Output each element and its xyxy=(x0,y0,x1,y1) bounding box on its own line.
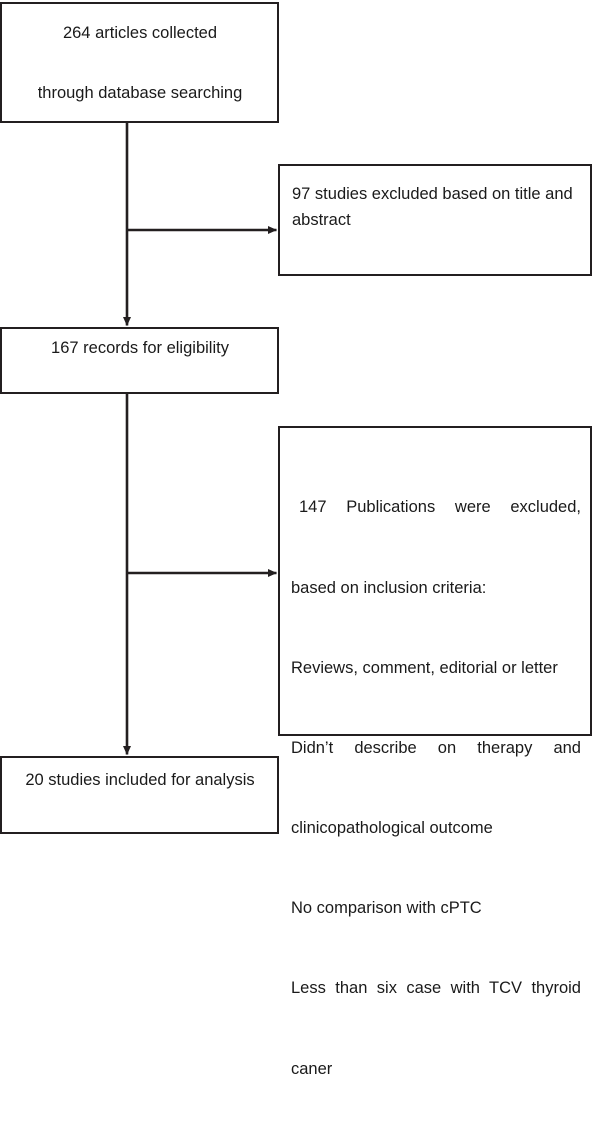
node-included-box xyxy=(0,756,279,834)
excluded-criteria-line-1: 147 Publications were excluded, xyxy=(299,498,581,517)
flowchart-diagram: 264 articles collected through database … xyxy=(0,2,592,1078)
node-identification-line2: through database searching xyxy=(37,84,243,102)
excluded-criteria-line-2: based on inclusion criteria: xyxy=(291,578,487,597)
node-excluded-criteria-label: 147 Publications were excluded, based on… xyxy=(291,441,581,1136)
node-eligibility-label: 167 records for eligibility xyxy=(51,339,229,357)
excluded-criteria-line-7: Less than six case with TCV thyroid xyxy=(291,979,581,998)
excluded-criteria-line-8: caner xyxy=(291,1059,333,1078)
excluded-criteria-line-6: No comparison with cPTC xyxy=(291,899,482,918)
excluded-criteria-line-5: clinicopathological outcome xyxy=(291,819,493,838)
node-excluded-title-abstract-box xyxy=(278,164,592,276)
node-identification-line1: 264 articles collected xyxy=(62,24,218,42)
excluded-criteria-line-3: Reviews, comment, editorial or letter xyxy=(291,658,558,677)
node-excluded-title-abstract-label: 97 studies excluded based on title and a… xyxy=(292,185,578,229)
node-identification-box xyxy=(0,2,279,123)
excluded-criteria-line-4: Didn’t describe on therapy and xyxy=(291,738,581,757)
node-excluded-criteria-box xyxy=(278,426,592,736)
node-included-label: 20 studies included for analysis xyxy=(25,771,255,789)
node-eligibility-box xyxy=(0,327,279,394)
